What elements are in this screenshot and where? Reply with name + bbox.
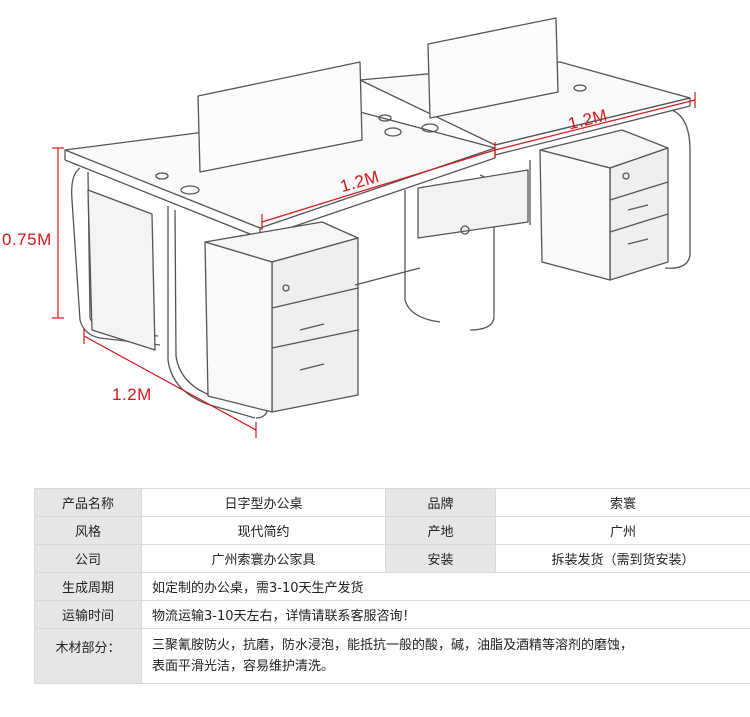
spec-value: 现代简约 — [141, 516, 386, 545]
spec-row: 产品名称 日字型办公桌 品牌 索寰 — [34, 488, 750, 517]
spec-label: 运输时间 — [34, 600, 142, 629]
spec-value-line: 表面平滑光洁，容易维护清洗。 — [152, 659, 335, 674]
spec-label: 公司 — [34, 544, 142, 573]
depth-dimension-label: 1.2M — [112, 385, 152, 404]
spec-value-line: 三聚氰胺防火，抗磨，防水浸泡，能抵抗一般的酸，碱，油脂及酒精等溶剂的磨蚀， — [152, 638, 634, 653]
spec-value: 日字型办公桌 — [141, 488, 386, 517]
spec-row: 生成周期 如定制的办公桌，需3-10天生产发货 — [34, 572, 750, 601]
spec-row: 风格 现代简约 产地 广州 — [34, 516, 750, 545]
spec-value-multiline: 三聚氰胺防火，抗磨，防水浸泡，能抵抗一般的酸，碱，油脂及酒精等溶剂的磨蚀， 表面… — [141, 628, 750, 684]
spec-label: 风格 — [34, 516, 142, 545]
spec-value: 如定制的办公桌，需3-10天生产发货 — [141, 572, 750, 601]
spec-value: 物流运输3-10天左右，详情请联系客服咨询！ — [141, 600, 750, 629]
spec-row: 木材部分： 三聚氰胺防火，抗磨，防水浸泡，能抵抗一般的酸，碱，油脂及酒精等溶剂的… — [34, 628, 750, 684]
spec-label: 木材部分： — [34, 628, 142, 684]
spec-label: 生成周期 — [34, 572, 142, 601]
spec-label: 产地 — [385, 516, 496, 545]
spec-value: 索寰 — [495, 488, 750, 517]
desk-drawing: 0.75M 1.2M 1.2M 1.2M — [2, 17, 696, 438]
spec-value: 拆装发货（需到货安装） — [495, 544, 750, 573]
spec-label: 安装 — [385, 544, 496, 573]
spec-label: 品牌 — [385, 488, 496, 517]
height-dimension-label: 0.75M — [2, 230, 52, 249]
spec-table: 产品名称 日字型办公桌 品牌 索寰 风格 现代简约 产地 广州 公司 广州索寰办… — [34, 488, 750, 684]
desk-sketch — [52, 17, 696, 438]
spec-value: 广州 — [495, 516, 750, 545]
spec-value: 广州索寰办公家具 — [141, 544, 386, 573]
spec-row: 运输时间 物流运输3-10天左右，详情请联系客服咨询！ — [34, 600, 750, 629]
spec-row: 公司 广州索寰办公家具 安装 拆装发货（需到货安装） — [34, 544, 750, 573]
spec-label: 产品名称 — [34, 488, 142, 517]
